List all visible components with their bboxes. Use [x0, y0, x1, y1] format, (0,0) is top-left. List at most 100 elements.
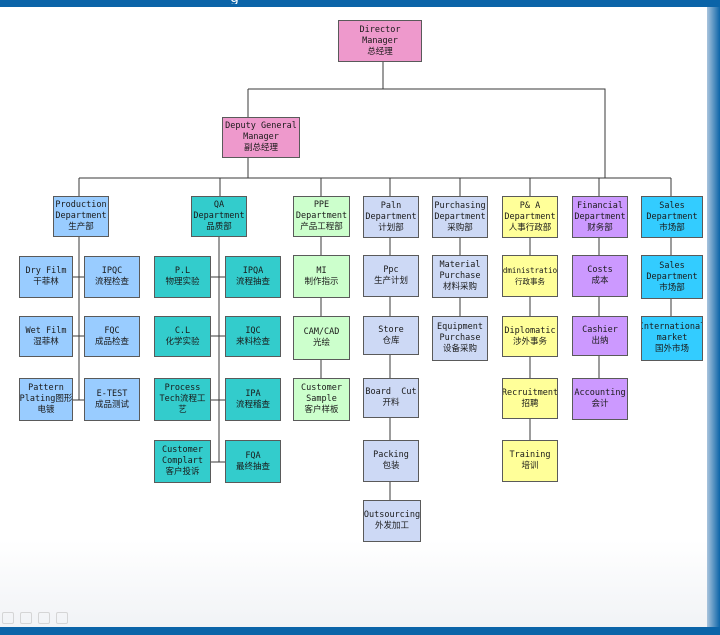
unit-ppc: Ppc 生产计划: [363, 255, 419, 297]
slide-right-edge: [707, 7, 720, 627]
unit-label-line-1: Ppc: [383, 265, 399, 275]
unit-etest: E-TEST 成品测试: [84, 378, 140, 421]
unit-label-line-1: Material: [439, 260, 481, 270]
unit-label-line-2: 物理实验: [165, 277, 200, 287]
unit-complaint: Customer Complart 客户投诉: [154, 440, 211, 483]
unit-wetfilm: Wet Film 湿菲林: [19, 316, 73, 357]
unit-label-line-1: IPQA: [242, 266, 264, 276]
unit-label-line-2: 最终抽查: [235, 461, 270, 472]
unit-label-line-3: 国外市场: [654, 344, 689, 354]
dept-label-line-2: Department: [574, 211, 626, 222]
dept-label-line-1: Production: [55, 200, 107, 210]
unit-ipqa: IPQA 流程抽查: [225, 256, 281, 298]
unit-label-line-3: 设备采购: [442, 344, 477, 354]
unit-recruitment: Recruitment 招聘: [502, 378, 558, 419]
prev-slide-icon[interactable]: [2, 612, 14, 624]
dept-purchasing: Purchasing Department 采购部: [432, 196, 488, 238]
dept-label-line-3: 人事行政部: [508, 222, 552, 233]
unit-label-line-2: 涉外事务: [512, 336, 547, 347]
unit-label-line-3: 电镀: [37, 405, 55, 415]
unit-label-line-2: market: [656, 333, 688, 343]
unit-label-line-2: 生产计划: [373, 276, 408, 286]
dept-financial: Financial Department 财务部: [572, 196, 628, 238]
dept-label-line-2: Department: [365, 211, 417, 222]
deputy-line-2: Manager: [243, 132, 279, 142]
dept-label-line-1: Financial: [576, 200, 624, 211]
unit-outsourcing: Outsourcing 外发加工: [363, 500, 421, 542]
dept-label-line-3: 市场部: [659, 222, 685, 233]
unit-label-line-1: Customer: [162, 445, 203, 455]
unit-label-line-2: 会计: [591, 399, 609, 409]
dept-label-line-1: Paln: [380, 200, 402, 211]
unit-custsample: Customer Sample 客户样板: [293, 378, 350, 421]
pen-icon[interactable]: [20, 612, 32, 624]
unit-label-line-1: International: [641, 322, 703, 332]
unit-label-line-1: Wet Film: [25, 325, 67, 336]
dept-sales: Sales Department 市场部: [641, 196, 703, 238]
unit-label-line-2: 招聘: [521, 398, 539, 409]
unit-label-line-2: 成品测试: [94, 399, 129, 410]
unit-admin: Administration 行政事务: [502, 255, 558, 297]
unit-pl: P.L 物理实验: [154, 256, 211, 298]
unit-label-line-2: 出纳: [591, 336, 609, 346]
unit-diplomatic: Diplomatic 涉外事务: [502, 316, 558, 357]
unit-cashier: Cashier 出纳: [572, 316, 628, 356]
unit-label-line-2: Plating图形: [19, 394, 73, 404]
next-slide-icon[interactable]: [56, 612, 68, 624]
dept-label-line-1: PPE: [313, 200, 330, 210]
unit-label-line-1: Sales: [659, 260, 685, 271]
unit-label-line-1: Store: [378, 324, 404, 335]
dept-ppe: PPE Department 产品工程部: [293, 196, 350, 237]
unit-label-line-1: Recruitment: [502, 387, 558, 398]
unit-label-line-3: 客户样板: [304, 405, 339, 415]
unit-label-line-1: Packing: [373, 450, 409, 460]
unit-costs: Costs 成本: [572, 255, 628, 297]
unit-label-line-2: 外发加工: [374, 521, 409, 531]
unit-process: Process Tech流程工 艺: [154, 378, 211, 421]
unit-label-line-2: 湿菲林: [33, 336, 59, 347]
dept-label-line-2: Department: [295, 211, 348, 221]
dept-label-line-2: Department: [504, 211, 556, 222]
unit-label-line-1: FQA: [245, 450, 261, 461]
unit-label-line-2: 成本: [591, 276, 609, 286]
unit-iqc: IQC 来料检查: [225, 316, 281, 357]
unit-label-line-1: MI: [316, 265, 327, 276]
unit-label-line-3: 艺: [178, 405, 187, 415]
slide-nav-icons[interactable]: [2, 612, 92, 626]
director-box: Director Manager 总经理: [338, 20, 422, 62]
unit-label-line-2: 制作指示: [304, 276, 339, 287]
dept-label-line-1: Sales: [659, 200, 685, 211]
unit-accounting: Accounting 会计: [572, 378, 628, 420]
unit-label-line-2: 包装: [382, 461, 400, 471]
unit-fqa: FQA 最终抽查: [225, 440, 281, 483]
unit-label-line-2: 流程检查: [94, 277, 129, 287]
unit-label-line-1: Administration: [502, 266, 558, 275]
director-line-3: 总经理: [367, 46, 393, 57]
unit-label-line-1: Dry Film: [25, 266, 67, 276]
unit-intl: International market 国外市场: [641, 316, 703, 361]
unit-label-line-1: Training: [509, 450, 551, 460]
unit-label-line-2: 成品检查: [94, 336, 129, 347]
dept-label-line-3: 采购部: [447, 222, 473, 233]
unit-label-line-2: 光绘: [312, 338, 330, 348]
dept-label-line-3: 生产部: [68, 222, 94, 232]
unit-label-line-1: IPQC: [101, 266, 123, 276]
dept-paln: Paln Department 计划部: [363, 196, 419, 238]
unit-label-line-2: 仓库: [382, 335, 400, 346]
unit-label-line-1: Process: [164, 383, 201, 393]
unit-label-line-1: Customer: [301, 383, 342, 393]
unit-label-line-1: IQC: [245, 325, 261, 336]
header-fragment: g: [230, 0, 270, 4]
menu-icon[interactable]: [38, 612, 50, 624]
unit-label-line-1: E-TEST: [96, 388, 128, 399]
unit-store: Store 仓库: [363, 316, 419, 355]
dept-label-line-1: QA: [213, 200, 225, 210]
director-line-2: Manager: [362, 35, 398, 46]
dept-label-line-3: 产品工程部: [300, 222, 343, 232]
unit-label-line-3: 材料采购: [442, 282, 477, 292]
bottom-bar: [0, 627, 720, 635]
unit-label-line-1: CAM/CAD: [303, 327, 340, 337]
unit-label-line-1: Cashier: [582, 325, 618, 335]
director-line-1: Director: [359, 24, 401, 35]
unit-label-line-1: Equipment: [436, 322, 484, 332]
